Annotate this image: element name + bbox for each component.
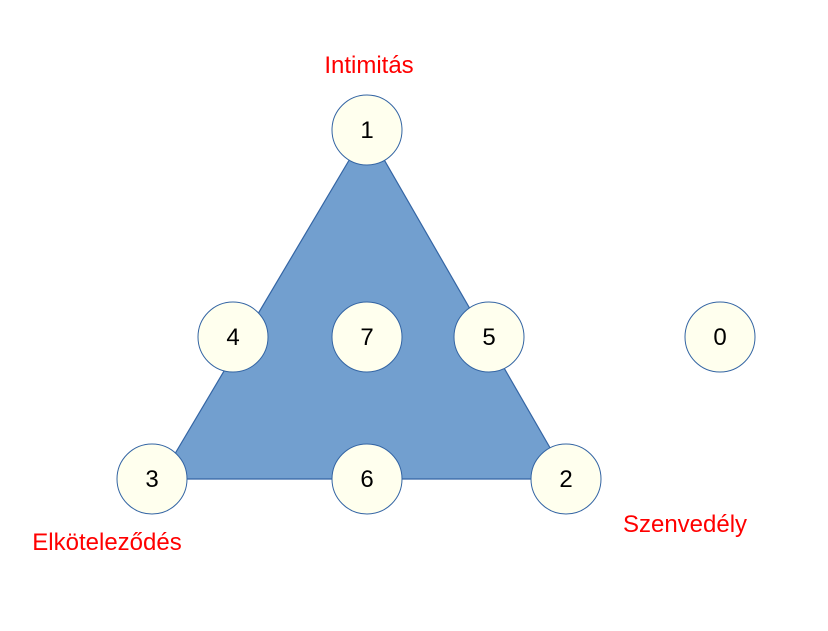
- node-6: 6: [331, 443, 403, 515]
- label-commitment: Elköteleződés: [32, 529, 182, 556]
- node-circle: [331, 301, 403, 373]
- label-intimacy: Intimitás: [324, 52, 414, 79]
- label-passion: Szenvedély: [622, 511, 748, 538]
- node-label: 7: [360, 324, 373, 351]
- node-label: 0: [713, 324, 726, 351]
- node-5: 5: [453, 301, 525, 373]
- node-circle: [684, 301, 756, 373]
- node-label: 5: [482, 324, 495, 351]
- node-3: 3: [116, 443, 188, 515]
- node-1: 1: [331, 94, 403, 166]
- node-circle: [453, 301, 525, 373]
- node-label: 4: [226, 324, 239, 351]
- node-circle: [331, 94, 403, 166]
- node-circle: [116, 443, 188, 515]
- node-label: 6: [360, 466, 373, 493]
- node-4: 4: [197, 301, 269, 373]
- node-label: 2: [559, 466, 572, 493]
- node-7: 7: [331, 301, 403, 373]
- node-2: 2: [530, 443, 602, 515]
- node-circle: [530, 443, 602, 515]
- node-label: 3: [145, 466, 158, 493]
- node-0: 0: [684, 301, 756, 373]
- node-circle: [331, 443, 403, 515]
- node-circle: [197, 301, 269, 373]
- node-label: 1: [360, 117, 373, 144]
